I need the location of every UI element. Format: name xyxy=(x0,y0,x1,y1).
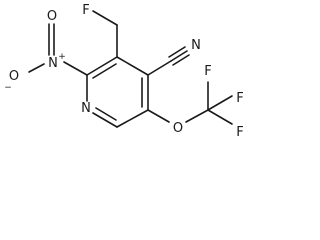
bond-c6-n1 xyxy=(92,112,118,128)
bond-cf3-f2 xyxy=(207,109,233,125)
charge-minus: − xyxy=(4,83,12,93)
bond-c2-c3-inner xyxy=(92,63,117,79)
bond-cn-triple-b xyxy=(168,46,186,58)
structure-svg: F O N + O − N N O F F F xyxy=(4,3,244,140)
bond-cn-triple-c xyxy=(172,54,190,66)
bond-c3-c4 xyxy=(116,56,149,76)
bond-cn-triple-a xyxy=(170,50,188,62)
atom-o-ether: O xyxy=(173,121,183,136)
charge-plus: + xyxy=(58,52,66,62)
bond-c2-no2 xyxy=(63,61,88,76)
atom-o-nitro-single: O xyxy=(9,69,19,84)
atom-f-cf3-right: F xyxy=(236,91,243,106)
bond-c4-cn xyxy=(147,60,172,76)
atom-n-pyridine: N xyxy=(81,101,91,116)
atom-o-nitro-double: O xyxy=(47,9,57,24)
atom-n-nitro: N xyxy=(48,56,58,71)
atom-n-cyano: N xyxy=(191,38,201,53)
bond-c2-c3 xyxy=(86,56,118,76)
bond-c5-o xyxy=(147,109,170,123)
bond-cf3-f3 xyxy=(207,95,233,111)
bond-ch2-f xyxy=(92,10,118,26)
bond-c5-c6 xyxy=(116,109,149,128)
atom-f-cf3-top: F xyxy=(204,64,211,79)
atom-f-fluoromethyl: F xyxy=(82,3,89,18)
bond-n-o-single xyxy=(28,63,45,73)
bond-o-cf3 xyxy=(185,109,209,123)
bond-c6-n1-inner xyxy=(95,107,117,121)
molecule-diagram: F O N + O − N N O F F F xyxy=(4,3,244,140)
atom-f-cf3-bottom: F xyxy=(236,125,243,140)
